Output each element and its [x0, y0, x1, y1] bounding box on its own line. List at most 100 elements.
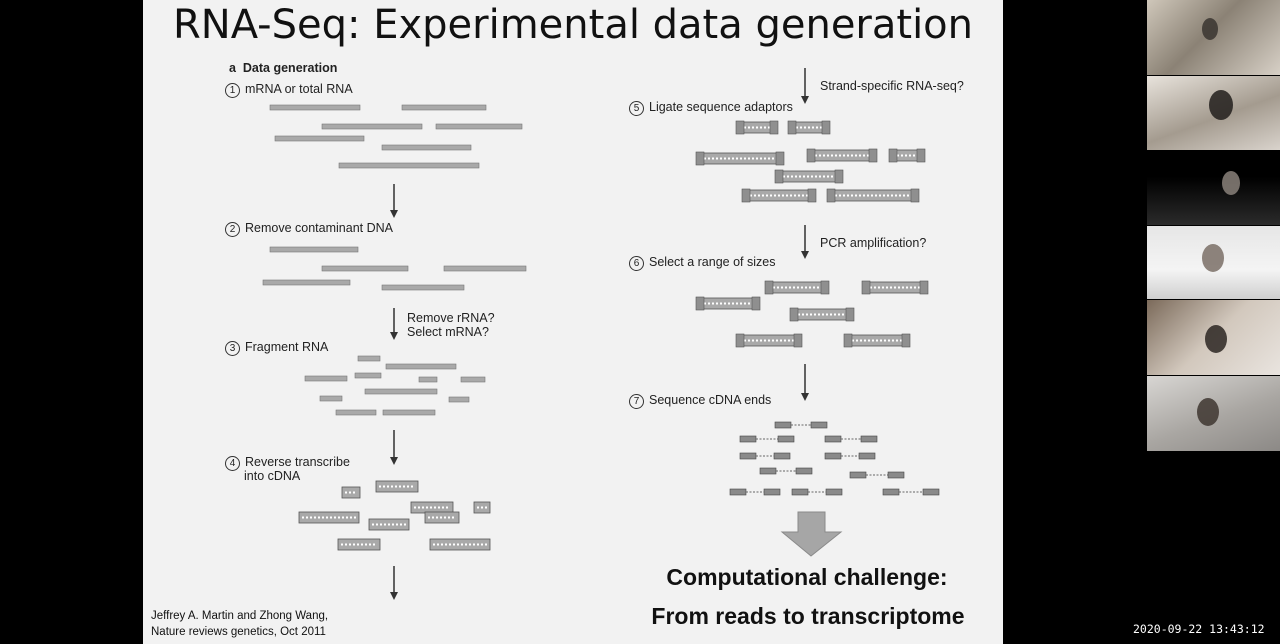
adaptor: [774, 169, 784, 184]
read-end: [858, 452, 876, 460]
step-arrow-head: [801, 251, 809, 259]
rna-strand: [364, 388, 438, 395]
participant-silhouette: [1209, 90, 1233, 120]
adaptor: [735, 333, 745, 348]
read-end: [824, 435, 842, 443]
read-end: [774, 421, 792, 429]
note-pcr: PCR amplification?: [820, 236, 927, 250]
adaptor: [820, 280, 830, 295]
video-tile-participant-5[interactable]: [1147, 300, 1280, 375]
challenge-line-2: From reads to transcriptome: [651, 603, 965, 629]
read-end: [739, 452, 757, 460]
panel-title: Data generation: [242, 61, 338, 75]
adaptor: [916, 148, 926, 163]
adaptor: [861, 280, 871, 295]
rna-strand: [401, 104, 487, 111]
rna-seq-workflow-diagram: [262, 68, 940, 600]
rna-strand: [382, 409, 436, 416]
step-label: mRNA or total RNA: [245, 82, 353, 96]
step-number: 4: [225, 456, 240, 471]
read-end: [849, 471, 867, 479]
rna-strand: [274, 135, 365, 142]
step-1: 1 mRNA or total RNA: [225, 82, 353, 98]
step-label: Remove contaminant DNA: [245, 221, 393, 235]
step-arrow-head: [390, 210, 398, 218]
adaptor: [868, 148, 878, 163]
read-end: [860, 435, 878, 443]
step-number: 1: [225, 83, 240, 98]
adaptor: [695, 296, 705, 311]
read-end: [777, 435, 795, 443]
adaptor: [826, 188, 836, 203]
adaptor: [888, 148, 898, 163]
step-label: Reverse transcribe: [245, 455, 350, 469]
adaptor: [769, 120, 779, 135]
step-label: Ligate sequence adaptors: [649, 100, 793, 114]
rna-strand: [357, 355, 381, 362]
credit-line-2: Nature reviews genetics, Oct 2011: [151, 626, 326, 638]
adaptor: [695, 151, 705, 166]
cdna-fragment: [429, 538, 491, 551]
step-arrow-head: [390, 592, 398, 600]
step-number: 6: [629, 256, 644, 271]
step-arrow-head: [390, 457, 398, 465]
read-end: [922, 488, 940, 496]
slide-title: RNA-Seq: Experimental data generation: [172, 2, 974, 48]
adaptor: [834, 169, 844, 184]
panel-heading: a Data generation: [229, 61, 337, 75]
read-end: [773, 452, 791, 460]
step-number: 2: [225, 222, 240, 237]
adaptor: [919, 280, 929, 295]
adaptor: [775, 151, 785, 166]
rna-strand: [435, 123, 523, 130]
video-tile-participant-3[interactable]: [1147, 151, 1280, 225]
read-end: [825, 488, 843, 496]
participant-silhouette: [1202, 18, 1218, 40]
step-label: Sequence cDNA ends: [649, 393, 772, 407]
step-5: 5 Ligate sequence adaptors: [629, 100, 793, 116]
step-4-line-2: into cDNA: [244, 469, 301, 483]
step-number: 3: [225, 341, 240, 356]
participant-silhouette: [1222, 171, 1240, 195]
participant-silhouette: [1202, 244, 1224, 272]
rna-strand: [443, 265, 527, 272]
read-end: [795, 467, 813, 475]
adaptor: [793, 333, 803, 348]
step-arrow-head: [801, 96, 809, 104]
read-end: [763, 488, 781, 496]
adaptor: [901, 333, 911, 348]
rna-strand: [319, 395, 343, 402]
adaptor: [764, 280, 774, 295]
video-tile-participant-2[interactable]: [1147, 76, 1280, 150]
challenge-line-1: Computational challenge:: [666, 564, 948, 590]
cdna-fragment: [807, 149, 877, 162]
video-tile-participant-4[interactable]: [1147, 226, 1280, 299]
participant-silhouette: [1205, 325, 1227, 353]
adaptor: [806, 148, 816, 163]
adaptor: [789, 307, 799, 322]
video-tile-participant-6[interactable]: [1147, 376, 1280, 451]
adaptor: [735, 120, 745, 135]
rna-strand: [381, 144, 472, 151]
step-label: Select a range of sizes: [649, 255, 776, 269]
adaptor: [910, 188, 920, 203]
read-end: [810, 421, 828, 429]
rna-strand: [381, 284, 465, 291]
adaptor: [843, 333, 853, 348]
step-arrow-head: [390, 332, 398, 340]
step-label: Fragment RNA: [245, 340, 329, 354]
video-tile-participant-1[interactable]: [1147, 0, 1280, 75]
credit-line-1: Jeffrey A. Martin and Zhong Wang,: [151, 610, 329, 622]
step-number: 5: [629, 101, 644, 116]
rna-strand: [269, 104, 361, 111]
participant-silhouette: [1197, 398, 1219, 426]
rna-strand: [385, 363, 457, 370]
read-end: [729, 488, 747, 496]
rna-strand: [321, 265, 409, 272]
rna-strand: [335, 409, 377, 416]
note-remove-rrna: Remove rRNA?: [407, 311, 495, 325]
presentation-slide: RNA-Seq: Experimental data generation a …: [143, 0, 1003, 644]
rna-strand: [354, 372, 382, 379]
rna-strand: [304, 375, 348, 382]
